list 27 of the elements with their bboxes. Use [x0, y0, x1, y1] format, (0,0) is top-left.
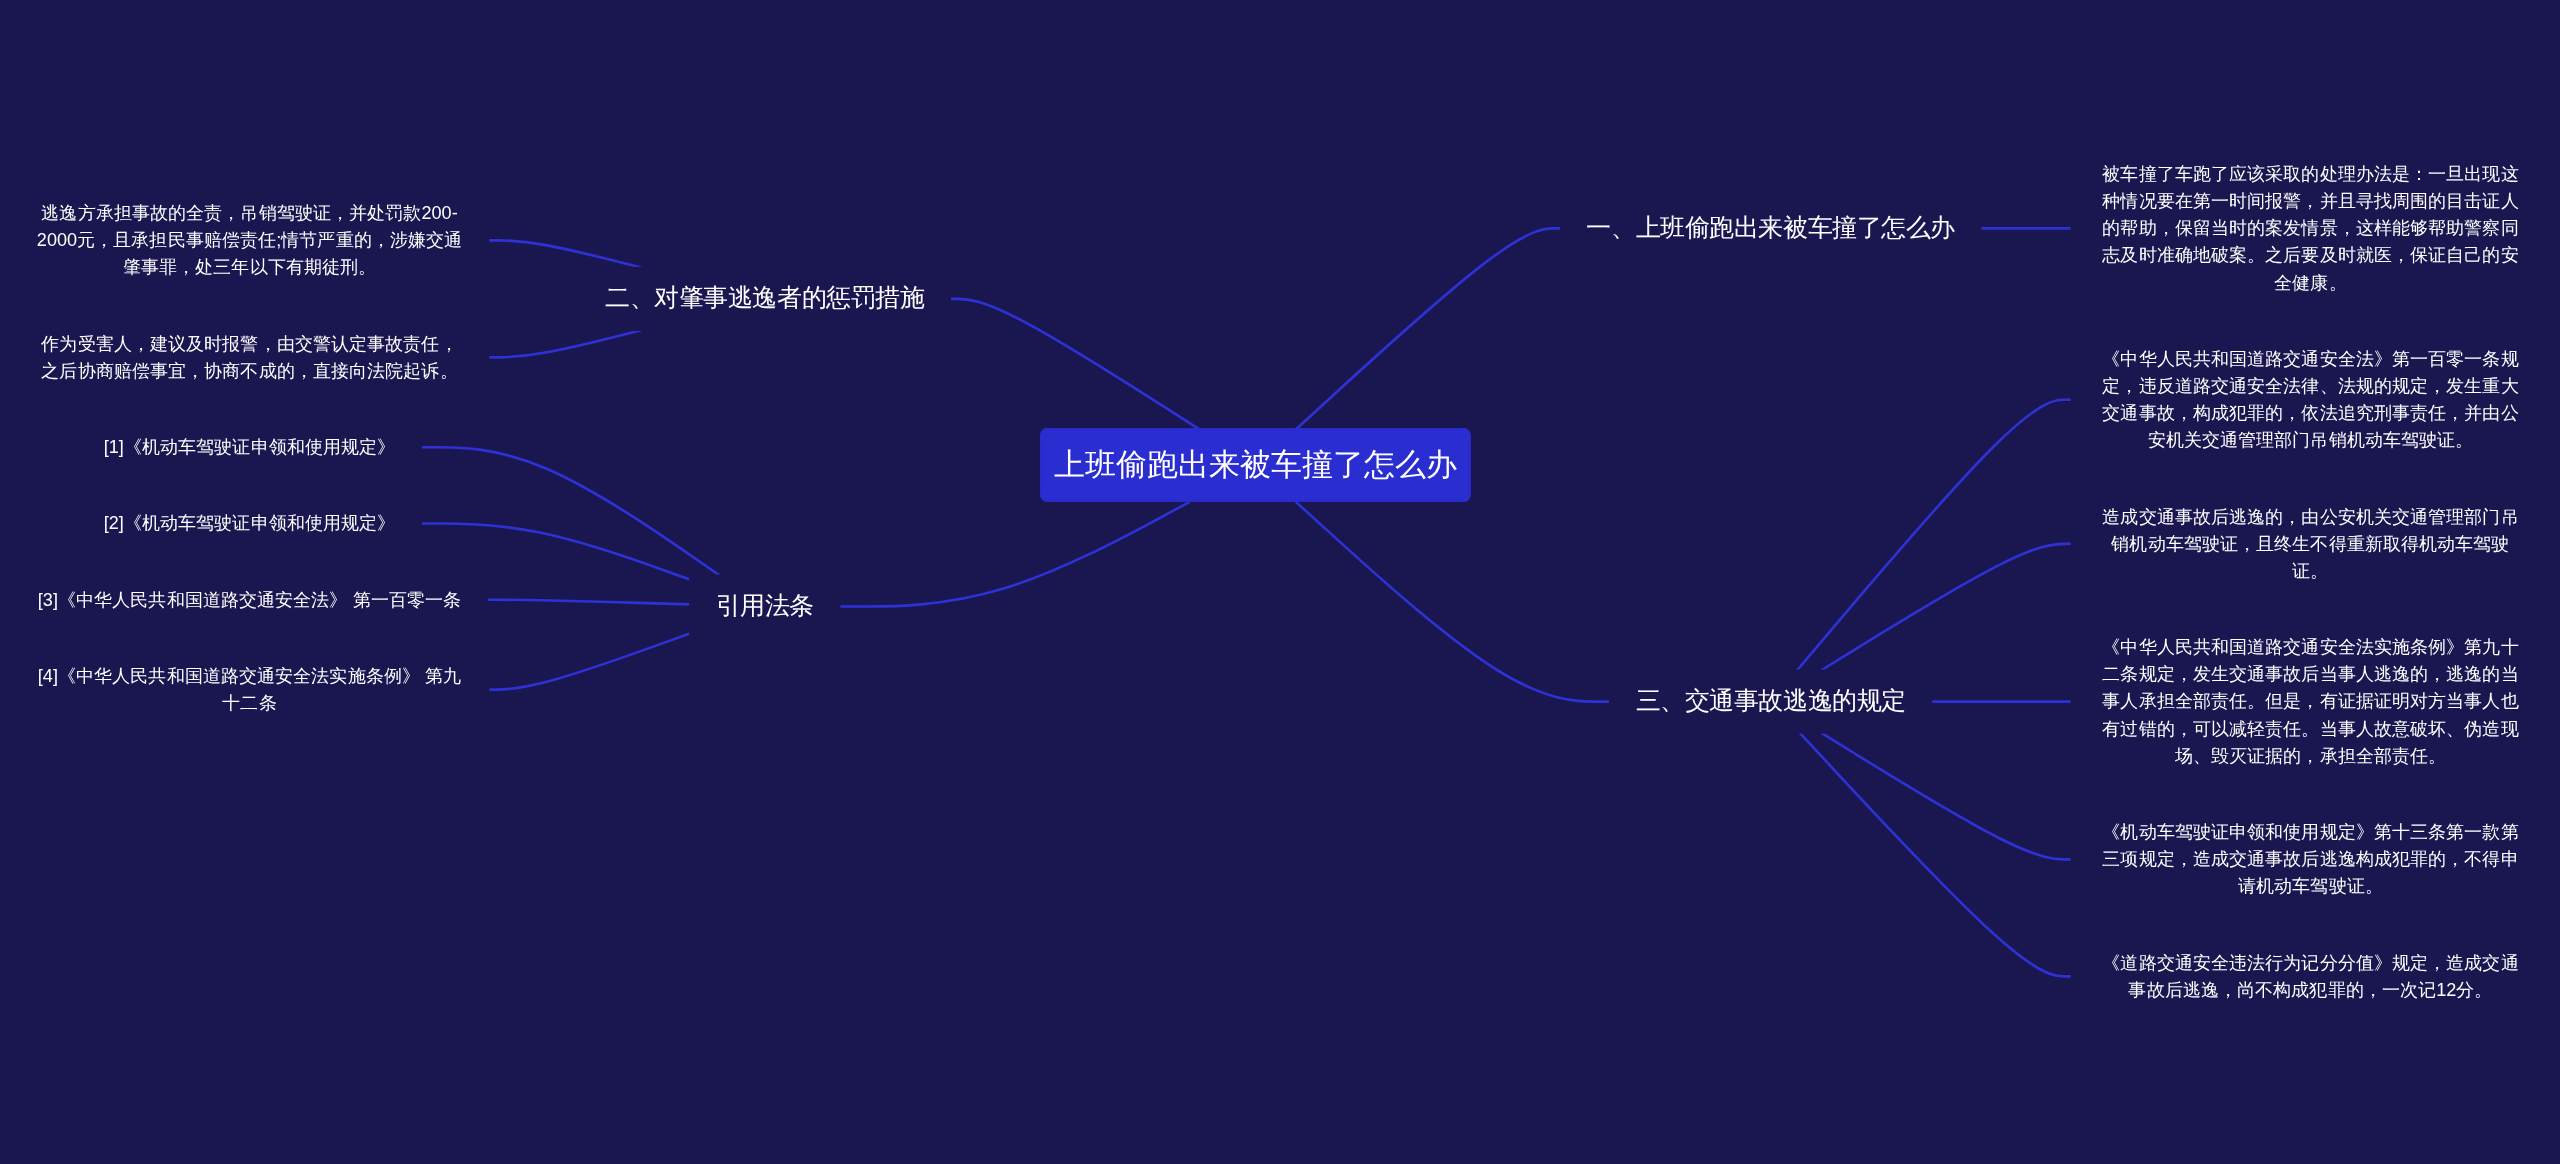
connector — [1931, 700, 2072, 703]
connector — [1820, 731, 2072, 861]
node-text: 一、上班偷跑出来被车撞了怎么办 — [1586, 213, 1955, 241]
connector — [1980, 227, 2072, 230]
connector — [839, 500, 1191, 608]
node-text: 《道路交通安全违法行为记分分值》规定，造成交通事故后逃逸，尚不构成犯罪的，一次记12分。 — [2102, 951, 2519, 1000]
connector — [1294, 500, 1610, 703]
node-text: 《中华人民共和国道路交通安全法》第一百零一条规定，违反道路交通安全法律、法规的规定，发生重大交通事故，构成犯罪的，依法追究刑事责任，并由公安机关交通管理部门吊销机动车驾驶证。 — [2102, 347, 2519, 451]
node-text: [2]《机动车驾驶证申领和使用规定》 — [103, 512, 396, 534]
node-text: 二、对肇事逃逸者的惩罚措施 — [605, 284, 925, 312]
connector — [1796, 398, 2072, 672]
connector — [1820, 542, 2072, 672]
node-text: 《中华人民共和国道路交通安全法实施条例》第九十二条规定，发生交通事故后当事人逃逸的，逃逸的当事人承担全部责任。但是，有证据证明对方当事人也有过错的，可以减轻责任。当事人故意破坏、伪造现场、毁灭证据的，承担全部责任。 — [2102, 636, 2519, 766]
connector — [421, 445, 721, 577]
node-text: 三、交通事故逃逸的规定 — [1635, 687, 1906, 715]
node-text: 被车撞了车跑了应该采取的处理办法是：一旦出现这种情况要在第一时间报警，并且寻找周围的目击证人的帮助，保留当时的案发情景，这样能够帮助警察同志及时准确地破案。之后要及时就医，保证自己的安全健康。 — [2102, 163, 2519, 293]
node-text: 造成交通事故后逃逸的，由公安机关交通管理部门吊销机动车驾驶证，且终生不得重新取得机动车驾驶证。 — [2102, 505, 2519, 581]
connector — [487, 598, 690, 606]
connector — [1798, 732, 2072, 978]
connector — [488, 239, 642, 269]
node-text: [3]《中华人民共和国道路交通安全法》 第一百零一条 — [37, 588, 462, 610]
node-text: 逃逸方承担事故的全责，吊销驾驶证，并处罚款200-2000元，且承担民事赔偿责任;情节严重的，涉嫌交通肇事罪，处三年以下有期徒刑。 — [36, 202, 463, 278]
node-text: [4]《中华人民共和国道路交通安全法实施条例》 第九十二条 — [37, 665, 462, 713]
node-text: 《机动车驾驶证申领和使用规定》第十三条第一款第三项规定，造成交通事故后逃逸构成犯罪的，不得申请机动车驾驶证。 — [2102, 821, 2519, 897]
node-text: 引用法条 — [715, 592, 814, 620]
node-text: 作为受害人，建议及时报警，由交警认定事故责任，之后协商赔偿事宜，协商不成的，直接向法院起诉。 — [41, 332, 458, 381]
node-text: [1]《机动车驾驶证申领和使用规定》 — [103, 436, 396, 457]
